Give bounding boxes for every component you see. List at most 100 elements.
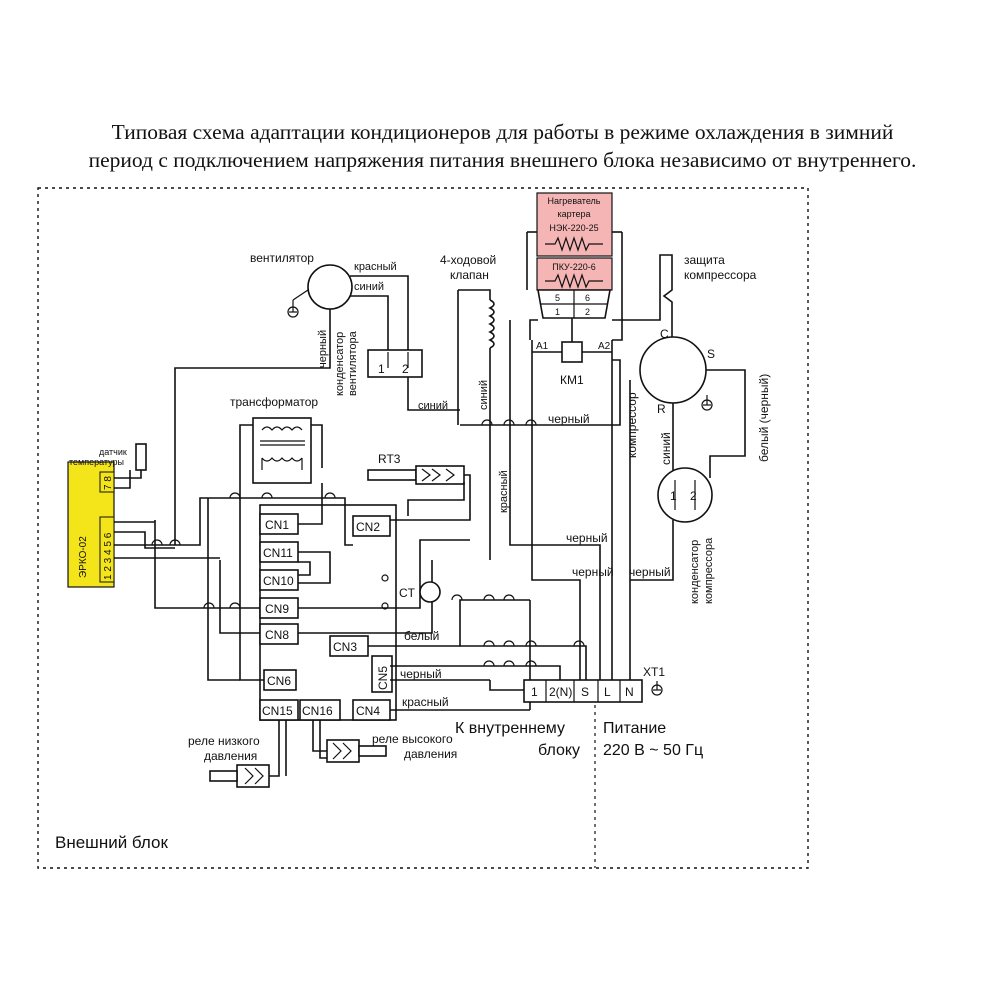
fan-motor (307, 264, 353, 310)
to-indoor-label-1: К внутреннему (455, 720, 565, 737)
cn2-label: CN2 (356, 520, 380, 534)
comp-cap-t1: 1 (670, 489, 677, 503)
cn4-label: CN4 (356, 704, 380, 718)
compressor-s: S (707, 347, 715, 361)
ct-label: CT (399, 586, 416, 600)
valve-label-1: 4-ходовой (440, 253, 496, 267)
xt1-terminal-1: 1 (531, 685, 538, 699)
power-label-2: 220 В ~ 50 Гц (603, 742, 703, 759)
cn16-label: CN16 (302, 704, 333, 718)
pin-6: 6 (585, 293, 590, 303)
cn10-label: CN10 (263, 574, 294, 588)
fan-cap-label-2: вентилятора (347, 330, 359, 396)
pin-5: 5 (555, 293, 560, 303)
to-indoor-label-2: блоку (538, 742, 580, 759)
cn9-label: CN9 (265, 602, 289, 616)
cn6-label: CN6 (267, 674, 291, 688)
cn5-label: CN5 (376, 666, 390, 690)
wire-label-black-cn5: черный (400, 667, 442, 681)
outer-unit-frame (37, 187, 809, 869)
xt1-label: XT1 (643, 665, 665, 679)
comp-cap-label-1: конденсатор (689, 540, 701, 604)
wire-label-blue: синий (418, 400, 448, 412)
compressor-capacitor: 1 2 конденсатор компрессора (657, 467, 715, 604)
fan-cap-t1: 1 (378, 362, 385, 376)
protection-label-2: компрессора (684, 268, 757, 282)
crankcase-heater: Нагреватель картера НЭК-220-25 ПКУ-220-6… (526, 192, 623, 319)
fan-wire-red: красный (354, 261, 397, 273)
erko-terms-78: 7 8 (103, 476, 114, 490)
high-pressure-label-2: давления (404, 747, 457, 761)
low-pressure-relay (209, 764, 270, 788)
heater-model: НЭК-220-25 (549, 223, 598, 233)
rt3-sensor (367, 465, 465, 485)
wire-label-red-cn4: красный (402, 695, 449, 709)
transformer-label: трансформатор (230, 395, 318, 409)
compressor-wire-white-black: белый (черный) (757, 374, 771, 462)
cn8-label: CN8 (265, 628, 289, 642)
fan-ground-icon (287, 289, 309, 318)
wire-label-white: белый (404, 629, 439, 643)
fan-cap-t2: 2 (402, 362, 409, 376)
cn3-label: CN3 (333, 640, 357, 654)
connectors: CN1 CN11 CN10 CN9 CN8 CN6 CN15 CN16 CN2 … (259, 513, 393, 721)
xt1-terminal-s: S (581, 685, 589, 699)
diagram-title: Типовая схема адаптации кондиционеров дл… (30, 118, 975, 174)
compressor-wire-blue: синий (659, 432, 673, 465)
cn1-label: CN1 (265, 518, 289, 532)
compressor-c: C (660, 327, 669, 341)
compressor-label: компрессор (625, 392, 639, 458)
temperature-sensor-icon (135, 443, 147, 471)
wire-label-black-3: черный (572, 565, 614, 579)
compressor-r: R (657, 402, 666, 416)
low-pressure-label-2: давления (204, 749, 257, 763)
comp-cap-label-2: компрессора (703, 537, 715, 604)
frame-label: Внешний блок (55, 833, 168, 852)
compressor-ground-icon (701, 395, 713, 411)
contactor-km1: A1 A2 КМ1 (531, 318, 613, 395)
valve-label-2: клапан (450, 268, 489, 282)
fan-wire-blue: синий (354, 281, 384, 293)
erko-controller: 7 8 1 2 3 4 5 6 ЭРКО-02 (67, 461, 115, 588)
terminal-block-xt1: 1 2(N) S L N XT1 (523, 665, 665, 703)
title-line-2: период с подключением напряжения питания… (88, 148, 917, 172)
comp-cap-t2: 2 (690, 489, 697, 503)
sensor-label-2: температуры (69, 457, 124, 467)
xt1-terminal-2n: 2(N) (549, 685, 572, 699)
fan-wire-black: черный (317, 330, 329, 368)
valve-coil (458, 289, 495, 360)
transformer (252, 417, 312, 484)
power-label-1: Питание (603, 720, 666, 737)
protection-label-1: защита (684, 253, 725, 267)
wire-label-red: красный (498, 470, 510, 513)
km1-label: КМ1 (560, 373, 584, 387)
wire-label-black-4: черный (629, 565, 671, 579)
fan-capacitor: 1 2 (367, 349, 423, 378)
km1-a1: A1 (536, 341, 549, 352)
cn11-label: CN11 (263, 546, 293, 560)
wire-label-black-2: черный (566, 531, 608, 545)
title-line-1: Типовая схема адаптации кондиционеров дл… (111, 120, 894, 144)
valve-wire-blue: синий (478, 380, 490, 410)
xt1-terminal-l: L (604, 685, 611, 699)
erko-name: ЭРКО-02 (78, 536, 89, 578)
pku-label: ПКУ-220-6 (552, 262, 596, 272)
current-transformer: CT (381, 574, 441, 610)
cn15-label: CN15 (262, 704, 293, 718)
heater-label-1: Нагреватель (548, 196, 601, 206)
xt1-terminal-n: N (625, 685, 634, 699)
km1-a2: A2 (598, 341, 611, 352)
wire-label-black-1: черный (548, 412, 590, 426)
fan-label: вентилятор (250, 251, 314, 265)
xt1-ground-icon (651, 681, 663, 696)
pin-2: 2 (585, 307, 590, 317)
sensor-label-1: датчик (99, 447, 127, 457)
high-pressure-relay (326, 739, 387, 763)
fan-cap-label-1: конденсатор (334, 332, 346, 396)
wire-crossings (151, 419, 585, 667)
erko-terms-123456: 1 2 3 4 5 6 (103, 532, 114, 580)
low-pressure-label-1: реле низкого (188, 734, 260, 748)
heater-label-2: картера (558, 209, 591, 219)
rt3-label: RT3 (378, 452, 401, 466)
